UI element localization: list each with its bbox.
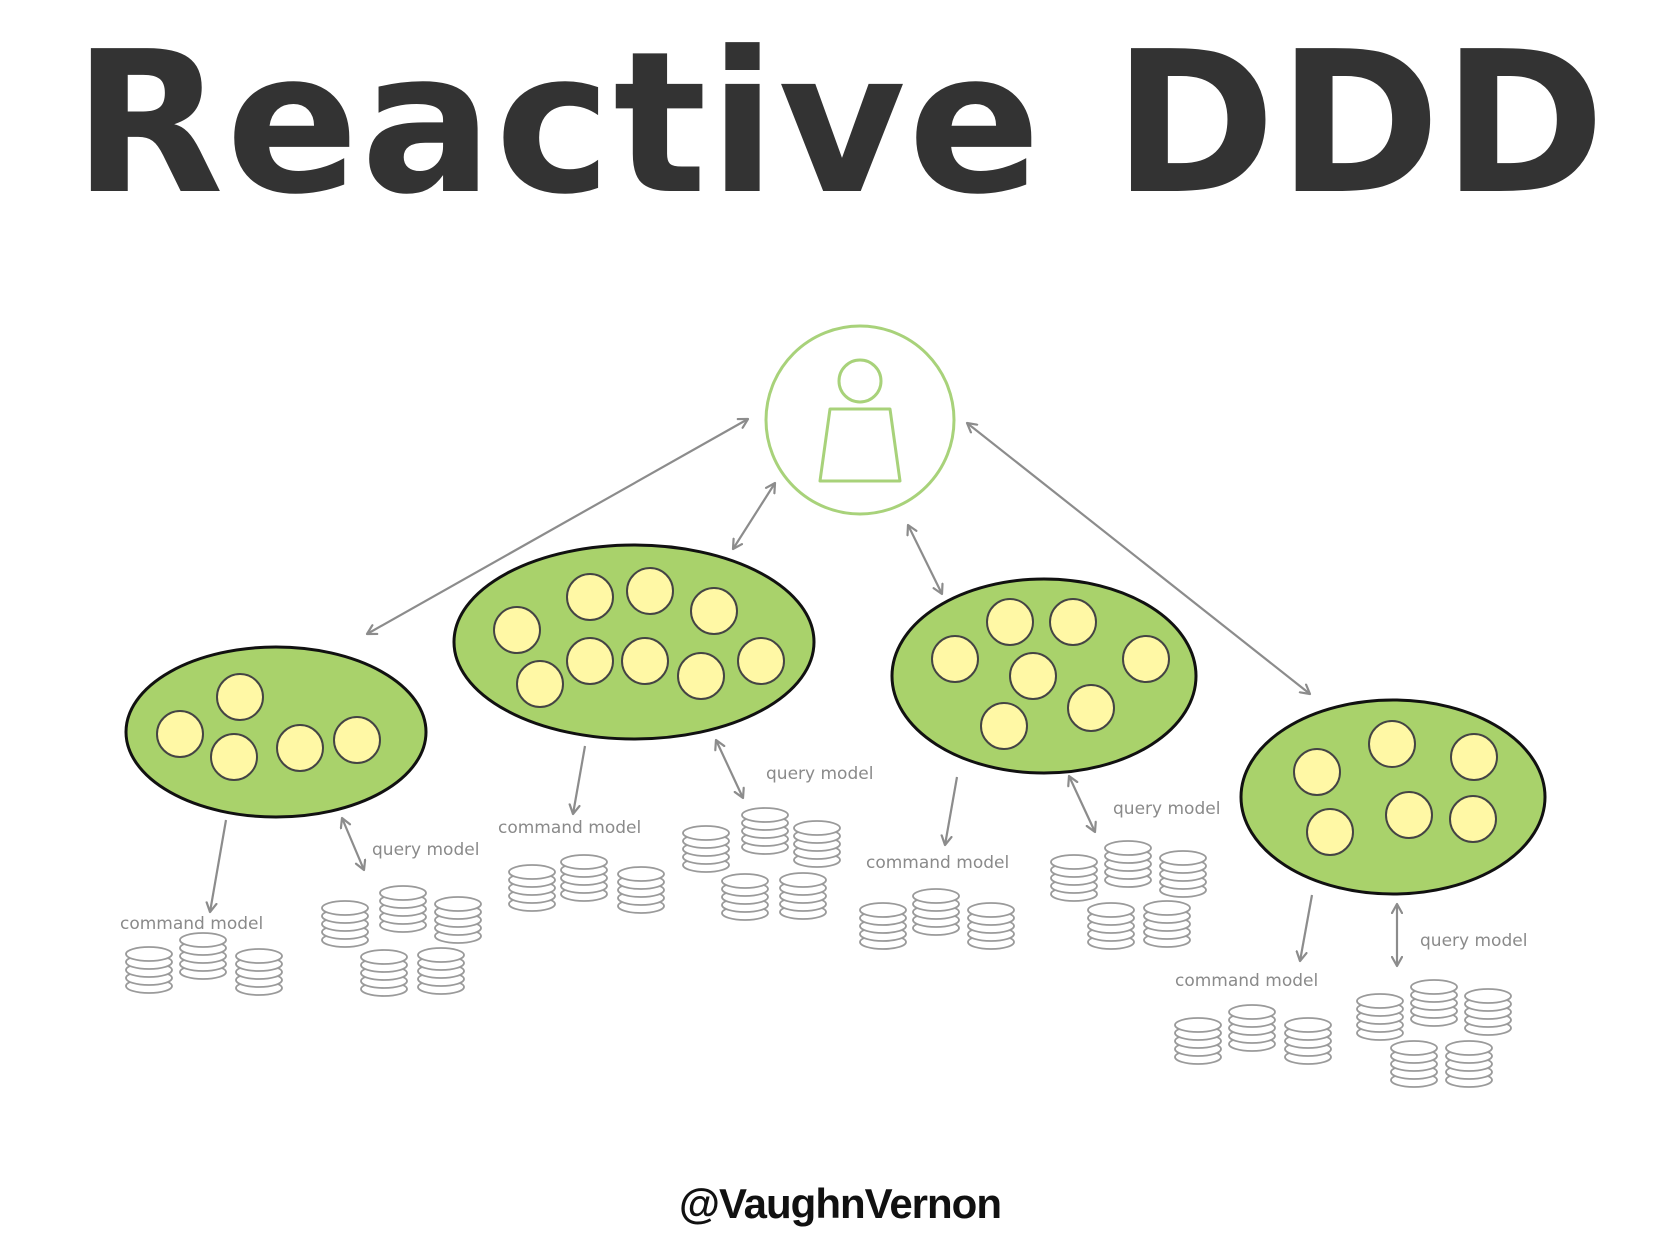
arrow-user-context-1 [367,419,748,634]
database-stack-icon [1284,1017,1332,1065]
database-stack-icon [1174,1017,1222,1065]
slide-title: Reactive DDD [72,10,1608,238]
database-stack-icon [1410,979,1458,1027]
command-model-label: command model [1175,971,1318,991]
query-model-label: query model [1420,931,1527,951]
aggregate [690,587,738,635]
database-stack-icon [434,896,482,944]
aggregate [1009,652,1057,700]
arrow-command-2 [573,745,587,814]
database-stack-icon [1390,1040,1438,1088]
database-stack-icon [560,854,608,902]
command-model-label: command model [866,853,1009,873]
aggregate [333,716,381,764]
aggregate [216,673,264,721]
database-stack-icon [1050,854,1098,902]
database-stack-icon [235,948,283,996]
aggregate [1306,808,1354,856]
database-stack-icon [1356,993,1404,1041]
aggregate [276,724,324,772]
aggregate [621,637,669,685]
aggregates [493,567,785,708]
user-context-arrows [367,419,1310,694]
database-stack-icon [1464,988,1512,1036]
aggregate [493,606,541,654]
database-stack-icon [1228,1004,1276,1052]
user-ring [764,324,956,516]
aggregate [1449,795,1497,843]
author-handle: @VaughnVernon [679,1180,1002,1227]
aggregate [1368,720,1416,768]
aggregates [931,598,1170,750]
database-stack-icon [321,900,369,948]
bounded-context-4 [1239,698,1547,896]
database-stack-icon [682,825,730,873]
arrow-user-context-2 [733,483,775,549]
person-icon [818,358,902,483]
query-model-label: query model [766,764,873,784]
database-stack-icon [721,873,769,921]
bounded-context-1 [124,645,428,819]
database-stack-icon [1104,840,1152,888]
aggregate [1450,733,1498,781]
aggregate [1049,598,1097,646]
database-stack-icon [417,947,465,995]
aggregate [986,598,1034,646]
aggregate [1293,748,1341,796]
arrow-user-context-3 [908,525,942,594]
arrow-command-4 [1300,894,1314,961]
database-stack-icon [741,807,789,855]
database-stack-icon [967,902,1015,950]
aggregate [516,660,564,708]
aggregate [156,710,204,758]
arrow-user-context-4 [967,423,1310,694]
aggregate [1122,635,1170,683]
user-node [764,324,956,516]
arrow-query-3 [1069,776,1095,832]
aggregates [156,673,381,781]
bounded-context-2 [452,543,816,741]
query-model-label: query model [372,840,479,860]
arrow-query-2 [716,740,743,798]
aggregate [980,702,1028,750]
arrow-command-1 [210,819,228,912]
command-model-label: command model [120,914,263,934]
database-stack-icon [1087,902,1135,950]
database-stack-icon [379,885,427,933]
aggregate [1385,791,1433,839]
model-labels: command model query model command model … [120,764,1527,991]
bounded-context-3 [890,577,1198,775]
aggregate [677,652,725,700]
database-stack-icon [793,820,841,868]
database-stacks [125,807,1512,1088]
aggregate [737,637,785,685]
database-stack-icon [779,872,827,920]
aggregate [210,733,258,781]
aggregate [626,567,674,615]
database-stack-icon [125,946,173,994]
aggregates [1293,720,1498,856]
database-stack-icon [1159,850,1207,898]
aggregate [931,635,979,683]
database-stack-icon [360,949,408,997]
database-stack-icon [179,932,227,980]
database-stack-icon [1445,1040,1493,1088]
aggregate [1067,684,1115,732]
command-model-label: command model [498,818,641,838]
database-stack-icon [508,864,556,912]
arrow-command-3 [945,776,959,845]
arrow-query-1 [342,818,364,870]
model-arrows [210,740,1397,966]
database-stack-icon [912,888,960,936]
database-stack-icon [1143,900,1191,948]
context-boundary [124,645,428,819]
database-stack-icon [859,902,907,950]
database-stack-icon [617,866,665,914]
aggregate [566,637,614,685]
aggregate [566,573,614,621]
query-model-label: query model [1113,799,1220,819]
